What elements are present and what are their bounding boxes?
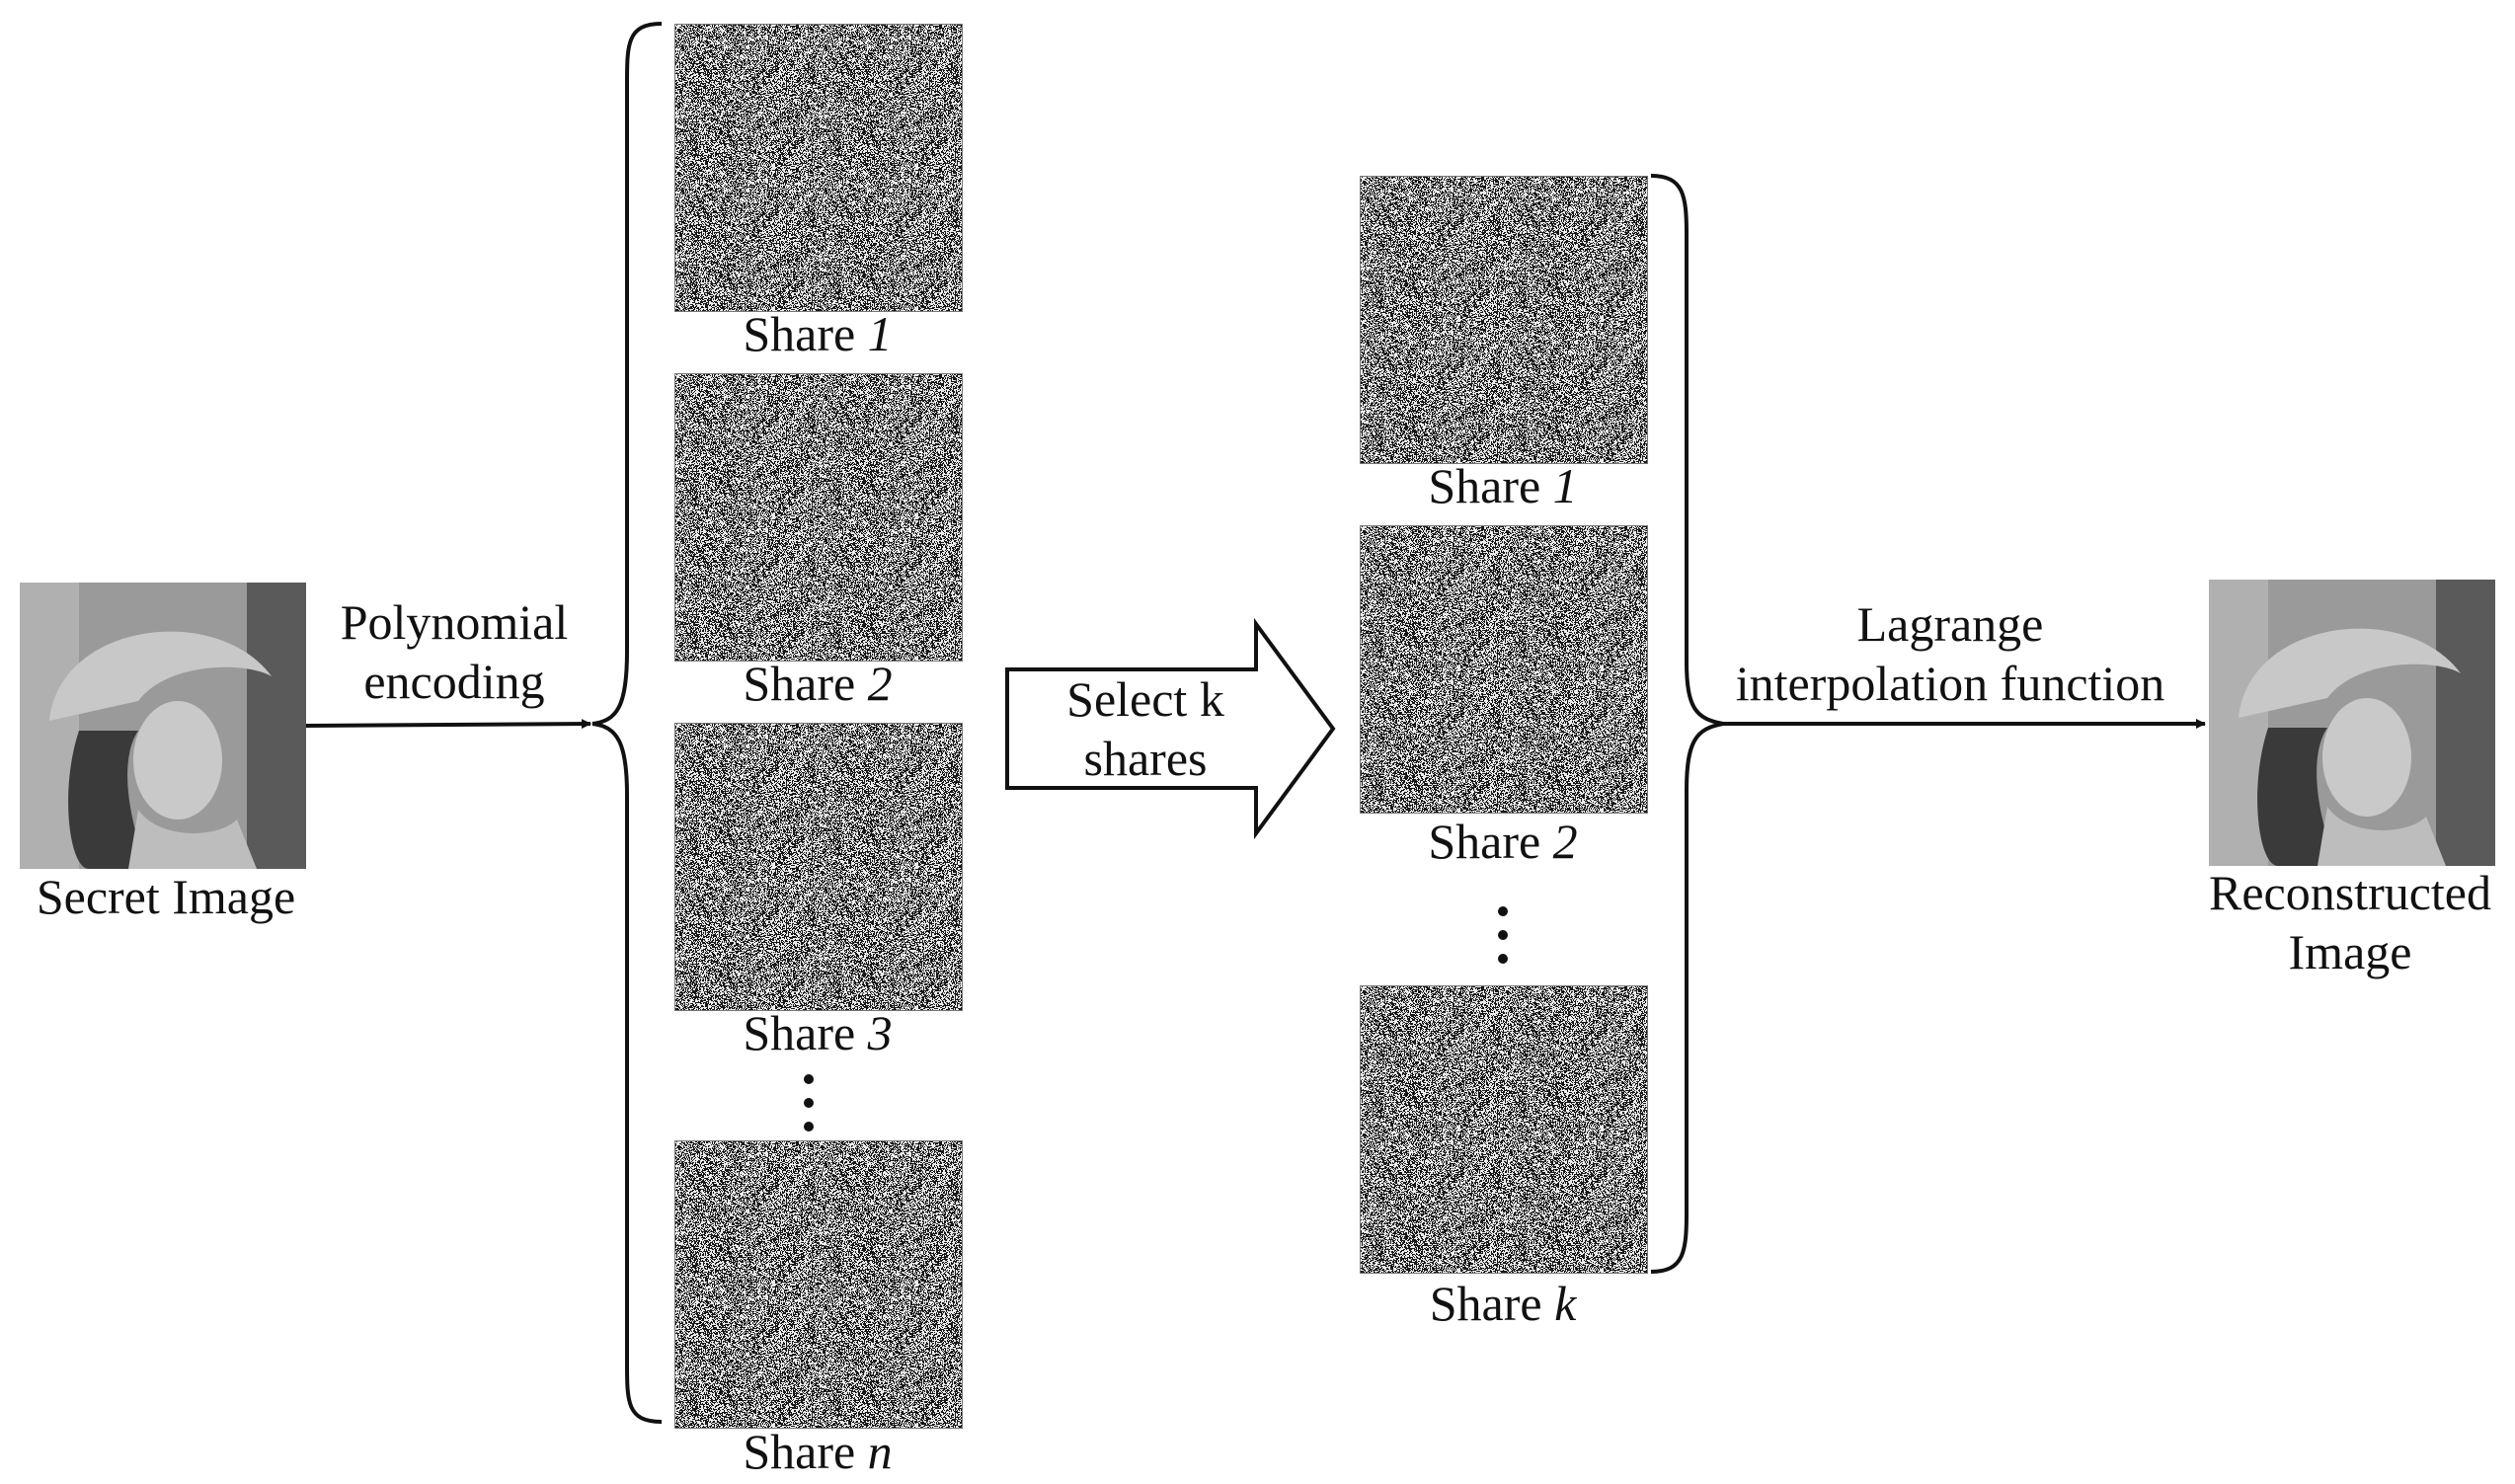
- share-image-n: [674, 1140, 963, 1429]
- selected-share-image-1: [1360, 176, 1648, 464]
- select-label-line1: Select k: [1066, 671, 1224, 727]
- encoding-label: Polynomial encoding: [326, 592, 583, 711]
- selected-share-label-1: Share 1: [1428, 458, 1578, 513]
- reconstructed-label-line1: Reconstructed: [2208, 865, 2491, 920]
- select-label: Select k shares: [1027, 669, 1264, 788]
- reconstructed-image-label: Reconstructed Image: [2187, 863, 2513, 981]
- reconstruction-label-line2: interpolation function: [1735, 656, 2165, 711]
- selected-share-label-k: Share k: [1429, 1276, 1577, 1331]
- encoding-label-line1: Polynomial: [340, 594, 569, 650]
- left-brace: [591, 22, 663, 1424]
- share-label-3: Share 3: [743, 1005, 893, 1060]
- share-label-n: Share n: [743, 1424, 893, 1479]
- portrait-icon: [2209, 580, 2495, 866]
- share-image-3: [674, 723, 963, 1011]
- secret-image-label: Secret Image: [36, 869, 296, 924]
- reconstruction-label-line1: Lagrange: [1856, 596, 2044, 652]
- encoding-label-line2: encoding: [363, 654, 545, 709]
- selected-share-image-k: [1360, 985, 1648, 1274]
- ellipsis-right: [1498, 906, 1510, 977]
- reconstructed-label-line2: Image: [2288, 924, 2412, 979]
- portrait-icon: [20, 583, 306, 869]
- selected-share-label-2: Share 2: [1428, 814, 1578, 869]
- share-image-1: [674, 24, 963, 312]
- encoding-arrow: [305, 719, 591, 730]
- selected-share-image-2: [1360, 525, 1648, 814]
- share-label-2: Share 2: [743, 656, 893, 711]
- share-image-2: [674, 373, 963, 662]
- right-brace: [1650, 174, 1724, 1274]
- secret-image: [20, 583, 306, 869]
- reconstruction-label: Lagrange interpolation function: [1713, 594, 2187, 713]
- select-arrow-icon: [1005, 617, 1336, 840]
- ellipsis-left: [804, 1074, 816, 1145]
- share-label-1: Share 1: [743, 306, 893, 361]
- reconstructed-image: [2209, 580, 2495, 866]
- select-label-line2: shares: [1083, 731, 1208, 786]
